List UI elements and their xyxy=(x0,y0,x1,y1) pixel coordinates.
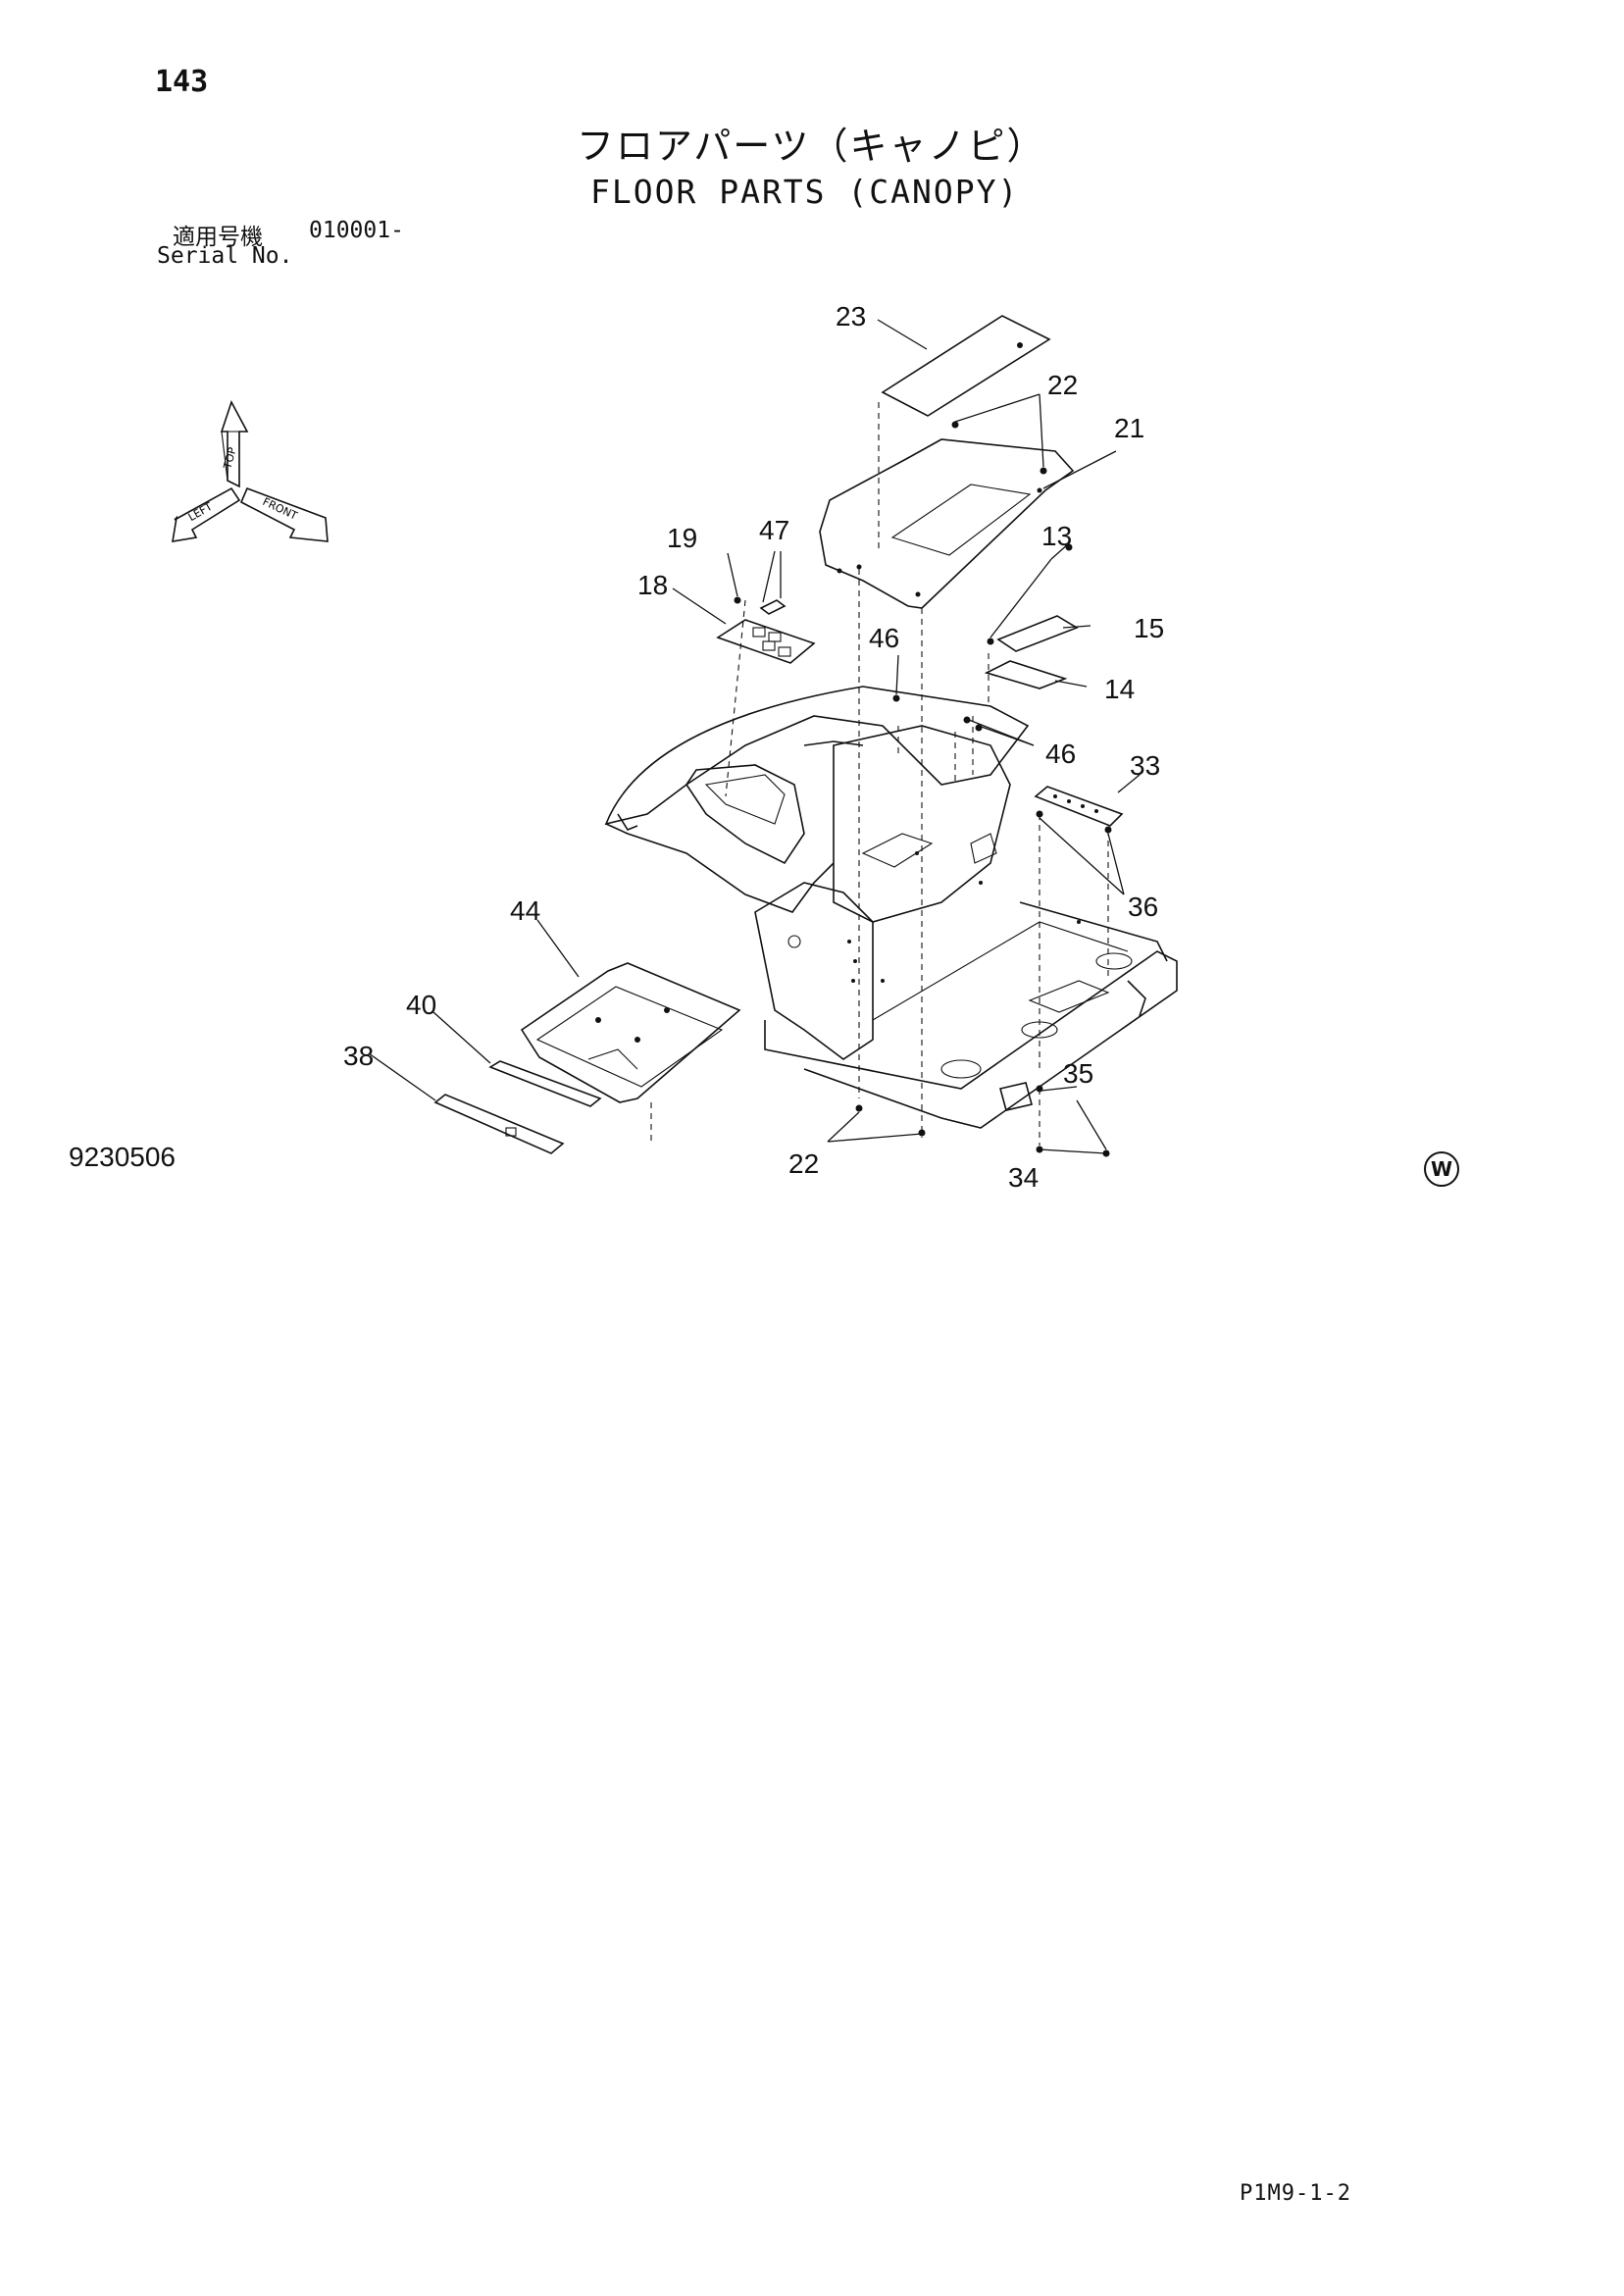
callout-38: 38 xyxy=(343,1041,374,1071)
w-mark-icon: W xyxy=(1424,1151,1459,1187)
callout-36: 36 xyxy=(1128,892,1158,922)
callout-18: 18 xyxy=(637,570,668,600)
orientation-arrow-left xyxy=(172,486,241,542)
page-title-japanese: フロアパーツ（キャノピ） xyxy=(577,125,1046,168)
part-40-strip xyxy=(488,1060,602,1107)
callout-21: 21 xyxy=(1114,413,1144,443)
part-23-cover-plate xyxy=(881,315,1051,417)
orientation-label-front: FRONT xyxy=(261,495,300,523)
callout-46-upper: 46 xyxy=(869,623,899,653)
orientation-arrow-front xyxy=(239,486,329,542)
part-14-plate xyxy=(984,660,1068,689)
drawing-number: 9230506 xyxy=(69,1142,177,1172)
part-38-step-plate xyxy=(433,1094,565,1154)
callout-35: 35 xyxy=(1063,1058,1093,1089)
serial-label-english: Serial No. xyxy=(157,243,293,269)
serial-value: 010001- xyxy=(309,218,404,243)
callout-13: 13 xyxy=(1041,521,1072,551)
part-21-floor-plate xyxy=(819,438,1075,609)
callout-19: 19 xyxy=(667,523,697,553)
part-18-plate xyxy=(716,619,816,664)
part-47-pad xyxy=(759,599,787,615)
callout-23: 23 xyxy=(836,301,866,332)
orientation-label-top: TOP xyxy=(221,445,239,471)
leader-lines xyxy=(368,319,1141,1154)
serial-label-japanese: 適用号機 xyxy=(173,225,263,250)
part-15-plate xyxy=(996,615,1079,652)
orientation-icon: TOP LEFT FRONT xyxy=(172,399,329,542)
cab-floor-body xyxy=(604,686,1178,1129)
footer-code: P1M9-1-2 xyxy=(1240,2181,1351,2206)
orientation-arrow-top xyxy=(220,399,249,488)
callout-22-lower: 22 xyxy=(788,1148,819,1179)
part-44-floor-mat xyxy=(520,962,741,1103)
part-33-bar xyxy=(1034,786,1124,827)
callout-40: 40 xyxy=(406,990,436,1020)
callout-33: 33 xyxy=(1130,750,1160,781)
page-title-english: FLOOR PARTS (CANOPY) xyxy=(590,173,1020,211)
page-number: 143 xyxy=(155,65,209,99)
callout-labels: 23 22 21 19 47 18 13 15 46 14 46 33 44 3… xyxy=(343,301,1164,1193)
alignment-lines xyxy=(650,402,1109,1146)
callout-47: 47 xyxy=(759,515,789,545)
callout-34: 34 xyxy=(1008,1162,1039,1193)
orientation-label-left: LEFT xyxy=(186,500,215,524)
callout-14: 14 xyxy=(1104,674,1135,704)
callout-22-upper: 22 xyxy=(1047,370,1078,400)
callout-46-lower: 46 xyxy=(1045,739,1076,769)
callout-44: 44 xyxy=(510,895,540,926)
callout-15: 15 xyxy=(1134,613,1164,643)
